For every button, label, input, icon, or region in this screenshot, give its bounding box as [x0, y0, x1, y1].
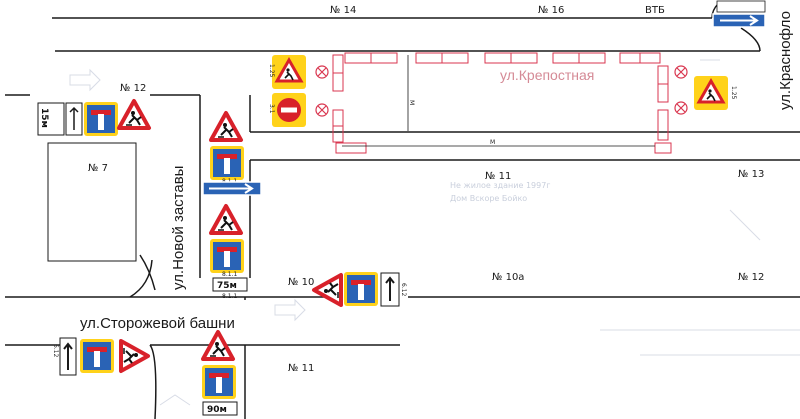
road-works-sign-icon [209, 204, 243, 235]
dead-end-sign-icon [210, 239, 244, 273]
house-number-14: № 14 [330, 5, 356, 16]
dimension-lines [342, 55, 655, 147]
house-number-12-left: № 12 [120, 83, 146, 94]
faint-arrow [69, 68, 101, 92]
distance-plate-75 [212, 277, 248, 292]
construction-fence [332, 52, 672, 154]
dead-end-sign-icon [80, 339, 114, 373]
building-7-outline [47, 142, 137, 262]
faint-arrow [159, 394, 191, 406]
road-works-sign-icon [692, 74, 730, 112]
road-works-sign-icon [312, 273, 343, 307]
house-number-10a: № 10а [492, 272, 524, 283]
road-works-sign-icon [270, 53, 308, 91]
street-label-novoy-zastavy: ул.Новой заставы [170, 166, 187, 290]
house-number-12-right: № 12 [738, 272, 764, 283]
direction-arrow-icon [712, 0, 766, 28]
house-number-13: № 13 [738, 169, 764, 180]
sign-code-b11-lower: 8.1.1 [222, 271, 237, 278]
faint-note-line2: Дом Вскоре Бойко [450, 194, 527, 203]
house-number-16: № 16 [538, 5, 564, 16]
sign-code-b11-plate: 8.1.1 [222, 293, 237, 300]
distance-plate-90 [202, 401, 238, 416]
road-works-sign-icon [119, 339, 150, 373]
distance-plate-15 [37, 102, 83, 136]
distance-plate-15-text: 15м [39, 108, 49, 128]
sign-code-125-right: 1.25 [730, 86, 737, 100]
sign-code-612-middle: 6.12 [400, 283, 407, 297]
bank-vtb-label: ВТБ [645, 5, 665, 16]
dimension-mark-horizontal: М [490, 139, 495, 146]
street-label-storozhevoy-bashni: ул.Сторожевой башни [80, 315, 235, 332]
road-works-sign-icon [209, 111, 243, 142]
house-number-11-mid: № 11 [485, 171, 511, 182]
faint-note-line1: Не жилое здание 1997г [450, 181, 551, 190]
distance-plate-75-text: 75м [217, 281, 237, 291]
sign-code-612-left: 6.12 [52, 344, 59, 358]
distance-plate-90-text: 90м [207, 405, 227, 415]
house-number-11-bottom: № 11 [288, 363, 314, 374]
faint-background-lines [600, 59, 800, 356]
no-entry-sign-icon [272, 93, 306, 127]
street-label-krepostnaya: ул.Крепостная [500, 67, 594, 83]
road-works-sign-icon [117, 99, 151, 130]
house-number-7: № 7 [88, 163, 108, 174]
direction-arrow-icon [202, 181, 262, 196]
sign-code-125-left: 1.25 [268, 64, 275, 78]
road-network [5, 3, 800, 419]
dead-end-sign-icon [202, 365, 236, 399]
direction-arrow-icon [380, 272, 400, 307]
dead-end-sign-icon [84, 102, 118, 136]
house-number-10: № 10 [288, 277, 314, 288]
dimension-mark-vertical: М [408, 100, 415, 105]
direction-arrow-icon [59, 337, 77, 376]
dead-end-sign-icon [210, 146, 244, 180]
sign-code-31: 3.1 [268, 104, 275, 114]
faint-arrow [274, 298, 306, 322]
dead-end-sign-icon [344, 272, 378, 306]
street-label-krasnoflotskaya: ул.Краснофло [777, 11, 794, 110]
